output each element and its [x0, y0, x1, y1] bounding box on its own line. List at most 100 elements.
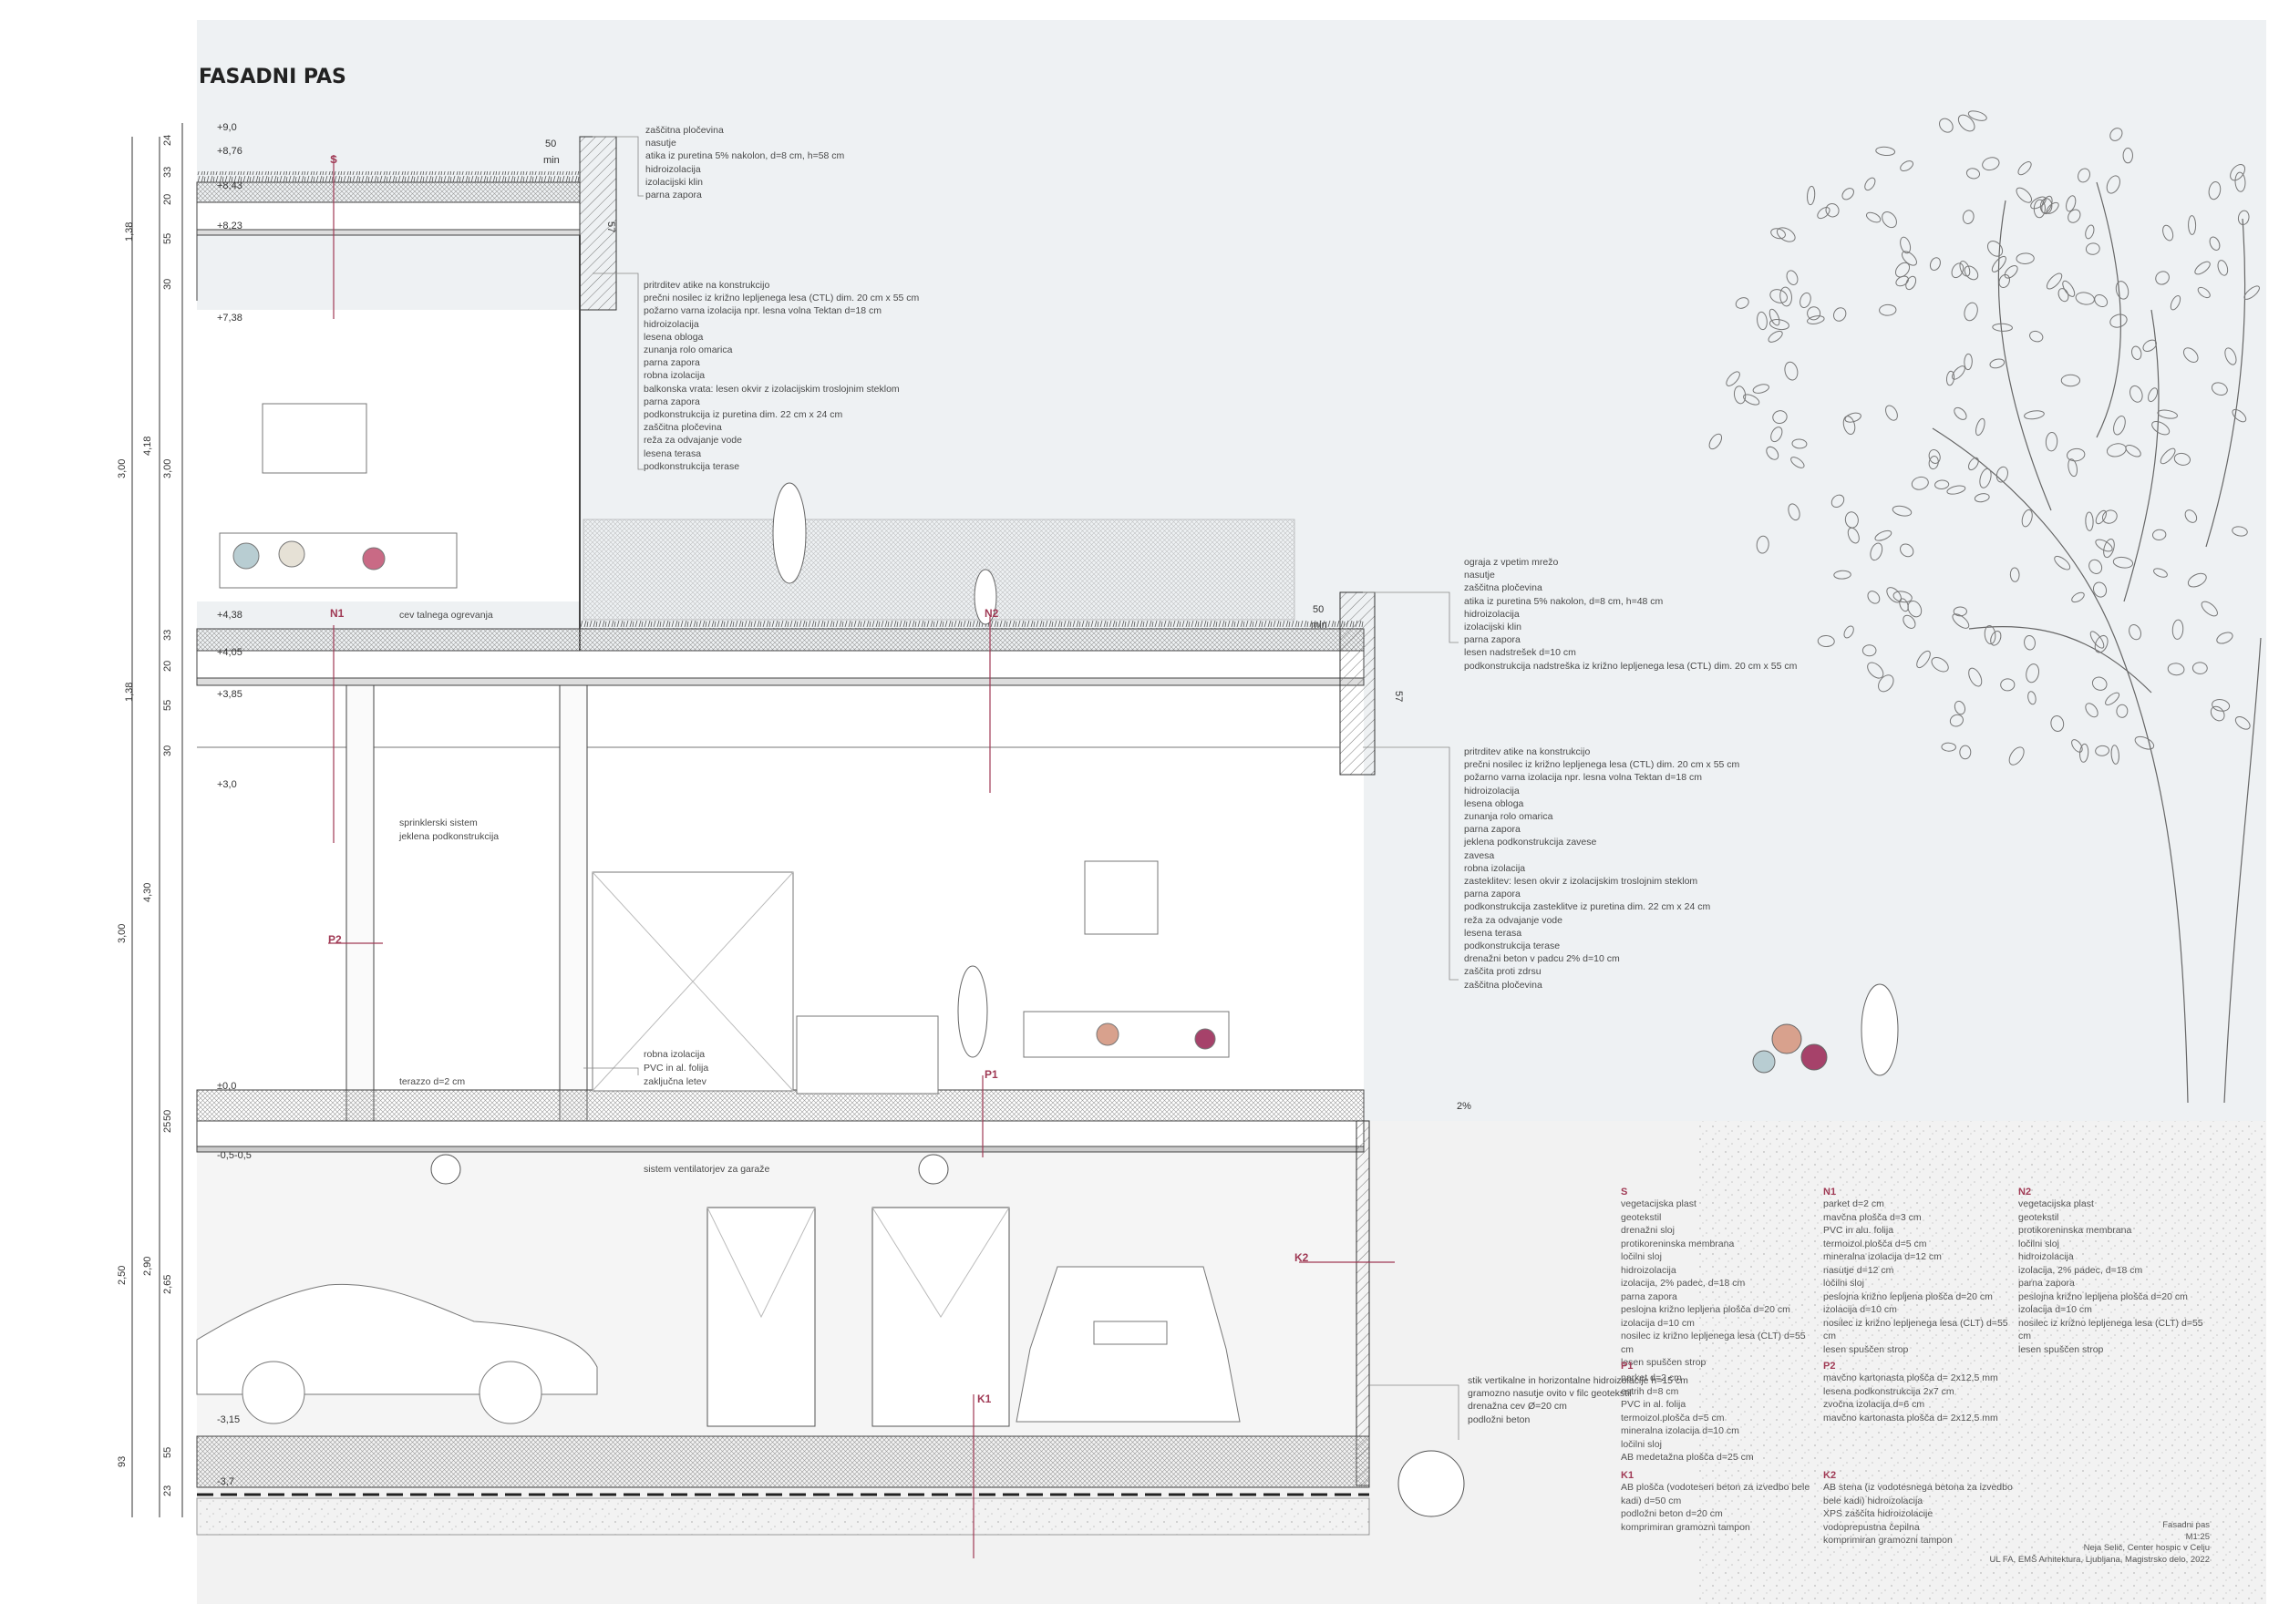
annotation-line: balkonska vrata: lesen okvir z izolacijs… [644, 383, 900, 395]
legend-heading: P2 [1823, 1361, 1836, 1372]
dimension-value: min [543, 155, 560, 166]
mid-slab [196, 591, 1376, 776]
legend-line: izolacija d=10 cm [1621, 1317, 1695, 1329]
dimension-value: 33 [162, 166, 173, 178]
annotation-line: jeklena podkonstrukcija zavese [1464, 837, 1597, 848]
dimension-value: 20 [162, 660, 173, 672]
dimension-value: 55 [162, 1446, 173, 1458]
legend-line: vegetacijska plast [2018, 1198, 2094, 1209]
legend-line: hidroizolacija [1621, 1264, 1676, 1276]
tree-illustration [1708, 110, 2262, 1104]
dimension-value: 1,38 [124, 221, 135, 242]
annotation-line: podkonstrukcija iz puretina dim. 22 cm x… [644, 409, 843, 421]
annotation-line: zaščitna pločevina [1464, 582, 1542, 594]
level-marker: +4,38 [217, 610, 242, 621]
legend-line: drenažni sloj [1621, 1225, 1675, 1236]
annotation-line: PVC in al. folija [644, 1063, 709, 1074]
legend-line: AB stena (iz vodotesnega betona za izved… [1823, 1482, 2013, 1506]
annotation-line: zasteklitev: lesen okvir z izolacijskim … [1464, 876, 1698, 888]
car-right [1016, 1266, 1241, 1423]
legend-line: mineralna izolacija d=10 cm [1621, 1425, 1739, 1436]
annotation-line: zavesa [1464, 849, 1495, 861]
section-tag: N1 [330, 607, 345, 620]
legend-line: nosilec iz križno lepljenega lesa (CLT) … [1823, 1317, 2008, 1342]
dimension-value: 50 [1313, 604, 1325, 615]
dimension-value: 55 [162, 699, 173, 711]
legend-line: termoizol.plošča d=5 cm [1621, 1412, 1725, 1424]
annotation-line: ograja z vpetim mrežo [1464, 557, 1559, 568]
legend-heading: K1 [1621, 1470, 1634, 1481]
annotation-line: požarno varna izolacija npr. lesna volna… [644, 305, 882, 317]
section-tag: K1 [977, 1393, 992, 1405]
dimension-value: 4,18 [142, 436, 153, 456]
legend-line: lesen spuščen strop [1823, 1343, 1909, 1355]
annotation-line: lesena terasa [644, 447, 702, 459]
annotation-line: lesena obloga [1464, 797, 1524, 809]
dimension-value: 50 [162, 1109, 173, 1121]
annotation-line: lesena obloga [644, 331, 704, 343]
legend-line: protikoreninska membrana [2018, 1225, 2132, 1236]
terrace-railing [583, 519, 1295, 621]
annotation-line: parna zapora [1464, 634, 1521, 646]
legend-line: mavčno kartonasta plošča d= 2x12,5 mm [1823, 1412, 1998, 1424]
annotation-line: sprinklerski sistem [399, 817, 478, 828]
legend-line: vegetacijska plast [1621, 1198, 1696, 1209]
dimension-value: 33 [162, 629, 173, 641]
annotation-line: zaščita proti zdrsu [1464, 966, 1542, 978]
annotation-line: podkonstrukcija terase [644, 460, 740, 472]
annotation-line: atika iz puretina 5% nakolon, d=8 cm, h=… [645, 150, 845, 162]
legend-line: nosilec iz križno lepljenega lesa (CLT) … [2018, 1317, 2203, 1342]
dimension-value: 57 [1393, 691, 1404, 703]
car-left [196, 1283, 598, 1424]
legend-heading: K2 [1823, 1470, 1837, 1481]
section-tag: P1 [985, 1068, 998, 1081]
legend-line: ločilni sloj [1823, 1278, 1864, 1289]
annotation-line: prečni nosilec iz križno lepljenega lesa… [1464, 759, 1740, 771]
level-marker: +7,38 [217, 313, 242, 324]
annotation-line: podkonstrukcija terase [1464, 940, 1561, 952]
dimension-value: 3,00 [162, 458, 173, 478]
dimension-value: 1,38 [124, 682, 135, 702]
level-marker: +8,76 [217, 146, 242, 157]
annotation-line: terazzo d=2 cm [399, 1076, 466, 1087]
footer-line: UL FA, EMŠ Arhitektura, Ljubljana, Magis… [1989, 1554, 2211, 1565]
legend-line: peslojna križno lepljena plošča d=20 cm [1823, 1290, 1993, 1302]
legend-line: ločilni sloj [1621, 1251, 1662, 1262]
dimension-value: 93 [117, 1455, 128, 1467]
legend-line: ločilni sloj [1621, 1438, 1662, 1450]
annotation-line: nasutje [1464, 570, 1495, 581]
annotation-line: lesen nadstrešek d=10 cm [1464, 647, 1576, 659]
footer-line: Neja Selič, Center hospic v Celju [2083, 1543, 2210, 1553]
level-marker: -0,5-0,5 [217, 1150, 252, 1161]
annotation-line: cev talnega ogrevanja [399, 610, 493, 621]
legend-line: mavčno kartonasta plošča d= 2x12,5 mm [1823, 1372, 1998, 1383]
dimension-value: 23 [162, 1485, 173, 1496]
annotation-line: atika iz puretina 5% nakolon, d=8 cm, h=… [1464, 595, 1664, 607]
annotation-line: izolacijski klin [645, 176, 704, 188]
page-title: FASADNI PAS [199, 66, 346, 88]
legend-line: mavčna plošča d=3 cm [1823, 1211, 1922, 1223]
dimension-value: 30 [162, 745, 173, 756]
legend-line: parna zapora [2018, 1278, 2075, 1289]
legend-line: mineralna izolacija d=12 cm [1823, 1251, 1942, 1262]
annotation-line: prečni nosilec iz križno lepljenega lesa… [644, 293, 920, 304]
legend-line: izolacija d=10 cm [1823, 1304, 1897, 1315]
legend-line: komprimiran gramozni tampon [1823, 1535, 1953, 1546]
annotation-line: parna zapora [644, 357, 700, 369]
annotation-line: pritrditev atike na konstrukcijo [1464, 746, 1591, 757]
cut-lines [328, 155, 1395, 1558]
legend-line: podložni beton d=20 cm [1621, 1508, 1723, 1519]
legend-line: parket d=2 cm [1823, 1198, 1884, 1209]
ground-gravel [1696, 1121, 2266, 1604]
annotation-line: zunanja rolo omarica [644, 344, 733, 356]
annotation-line: robna izolacija [1464, 862, 1526, 874]
annotation-line: izolacijski klin [1464, 622, 1522, 633]
